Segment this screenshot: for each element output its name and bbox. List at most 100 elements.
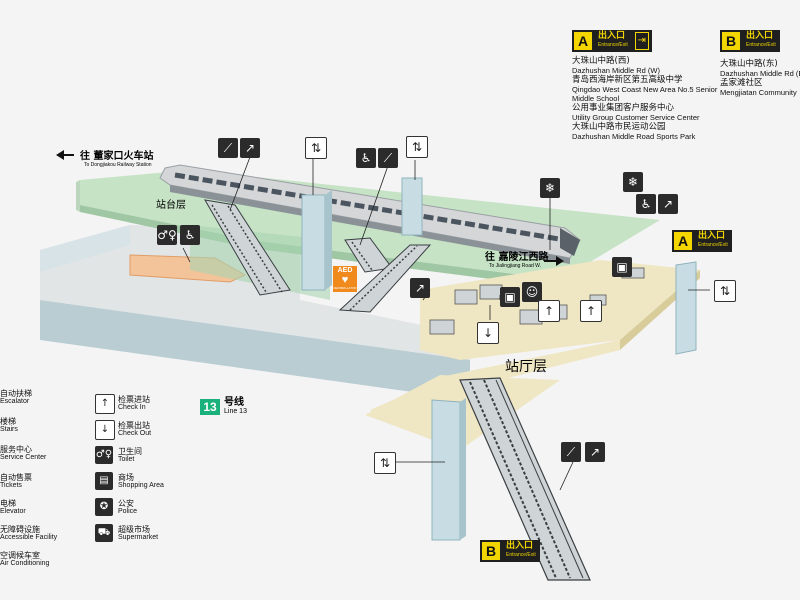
accessible-icon: ♿ [180,225,200,245]
legend-accessible-zh: 无障碍设施 [0,525,40,534]
east-direction-zh: 往 嘉陵江西路 [485,252,549,263]
accessible-icon: ♿ [636,194,656,214]
exit-a-map-badge: A 出入口 Entrance/Exit [672,230,732,252]
aed-sub: DEFIBRILLATOR [333,286,357,290]
exit-a-destination: 大珠山中路(西) Dazhushan Middle Rd (W) [572,56,722,76]
lower-box-side [40,225,130,272]
exit-b-destination: 孟家滩社区 Mengjiatan Community [720,78,800,98]
check-in-icon: ↑ [580,300,602,322]
exit-b-destination-en: Dazhushan Middle Rd (E) [720,69,800,78]
exit-a-destination-en: Dazhushan Middle Rd (W) [572,66,660,75]
aed-sign: AED ♥ DEFIBRILLATOR [333,266,357,292]
aed-label: AED [337,267,353,274]
escalator-icon: ↗ [658,194,678,214]
column-right-platform [401,177,423,236]
elevator-icon: ⇅ [714,280,736,302]
exit-a-destination: 青岛西海岸新区第五高级中学 Qingdao West Coast New Are… [572,76,722,104]
exit-b-map-zh: 出入口 [506,541,534,551]
column-exit-a [675,261,697,355]
air-conditioning-icon: ❄ [623,172,643,192]
east-direction-en: To Jialingjiang Road W. [489,263,541,269]
exit-a-destination: 大珠山中路市民运动公园 Dazhushan Middle Road Sports… [572,122,722,142]
elevator-icon: ⇅ [305,137,327,159]
legend-service-center-en: Service Center [0,454,47,461]
legend-stairs-en: Stairs [0,426,18,433]
platform-left-wall [76,180,80,212]
air-conditioning-icon: ❄ [540,178,560,198]
escalator-icon: ↗ [585,442,605,462]
stairs-icon: ⟋ [561,442,581,462]
exit-sign-icon: ⇥ [634,32,649,50]
legend-check-out: 检票出站 Check Out [118,422,151,438]
exit-a-map-en: Entrance/Exit [698,242,728,248]
toilet-icon: ♂♀ [157,225,177,245]
legend-tickets: 自动售票 Tickets [0,474,32,490]
west-direction-zh: 往 董家口火车站 [80,151,154,162]
line-zh: 号线 [224,397,244,408]
legend-check-out-en: Check Out [118,430,152,437]
exit-b-letter: B [722,32,740,50]
platform-edge [80,205,560,288]
exit-a-destination-zh: 大珠山中路市民运动公园 [572,122,666,132]
platform-level-label: 站台层 [156,200,186,211]
west-direction-arrow [56,150,74,160]
east-direction-arrow [544,256,564,266]
exit-a-en: Entrance/Exit [598,42,628,48]
elevator-icon: ⇅ [374,452,396,474]
line-13-badge: 13 号线 Line 13 [200,398,247,416]
exit-a-map-zh: 出入口 [698,231,726,241]
legend-toilet: 卫生间 Toilet [118,448,142,464]
exit-b-destination-zh: 大珠山中路(东) [720,59,778,69]
exit-a-map-letter: A [674,232,692,250]
legend-air-conditioning-zh: 空调候车室 [0,551,40,560]
exit-b-map-en: Entrance/Exit [506,552,536,558]
stairs-icon: ⟋ [378,148,398,168]
legend-air-conditioning-en: Air Conditioning [0,560,50,567]
service-center-icon: ☺ [522,282,542,302]
west-direction-label: 往 董家口火车站 To Dongjiakou Railway Station [80,147,153,168]
line-en: Line 13 [224,408,247,415]
exit-a-destination-zh: 大珠山中路(西) [572,56,630,66]
train [159,164,581,264]
legend-air-conditioning: 空调候车室 Air Conditioning [0,552,49,568]
exit-b-header: B 出入口 Entrance/Exit [720,30,780,52]
exit-b-destinations: 大珠山中路(东) Dazhushan Middle Rd (E) 孟家滩社区 M… [720,59,800,98]
exit-a-destination-en: Utility Group Customer Service Center [572,113,700,122]
exit-a-destination-en: Qingdao West Coast New Area No.5 Senior … [572,85,718,103]
shopping-icon: ▤ [95,472,113,490]
exit-a-destinations: 大珠山中路(西) Dazhushan Middle Rd (W) 青岛西海岸新区… [572,56,722,142]
legend-check-in-en: Check In [118,404,146,411]
check-out-icon: ↓ [95,420,115,440]
legend-shopping-en: Shopping Area [118,482,164,489]
ticket-machine-icon: ▣ [500,287,520,307]
exit-a-letter: A [574,32,592,50]
ticket-machine-icon: ▣ [612,257,632,277]
exit-a-destination-en: Dazhushan Middle Road Sports Park [572,132,696,141]
legend-service-center: 服务中心 Service Center [0,446,46,462]
exit-a-destination: 公用事业集团客户服务中心 Utility Group Customer Serv… [572,103,722,123]
legend-toilet-en: Toilet [118,456,135,463]
legend-stairs: 楼梯 Stairs [0,418,18,434]
column-center [301,190,332,291]
police-icon: ✪ [95,498,113,516]
exit-a-destination-zh: 公用事业集团客户服务中心 [572,103,675,113]
exit-b-map-letter: B [482,542,500,560]
legend-shopping-zh: 商场 [118,473,134,482]
west-direction-en: To Dongjiakou Railway Station [84,162,152,168]
legend-escalator: 自动扶梯 Escalator [0,390,32,406]
legend-police: 公安 Police [118,500,137,516]
elevator-icon: ⇅ [406,136,428,158]
legend-elevator-zh: 电梯 [0,499,16,508]
legend-shopping: 商场 Shopping Area [118,474,164,490]
legend-check-in-zh: 检票进站 [118,395,150,404]
exit-b-destination: 大珠山中路(东) Dazhushan Middle Rd (E) [720,59,800,79]
exit-b-map-badge: B 出入口 Entrance/Exit [480,540,540,562]
legend-check-out-zh: 检票出站 [118,421,150,430]
legend-supermarket-en: Supermarket [118,534,159,541]
legend-supermarket: 超级市场 Supermarket [118,526,158,542]
accessible-icon: ♿ [356,148,376,168]
exit-b-destination-zh: 孟家滩社区 [720,78,763,88]
stairs-icon: ⟋ [218,138,238,158]
escalator-icon: ↗ [240,138,260,158]
